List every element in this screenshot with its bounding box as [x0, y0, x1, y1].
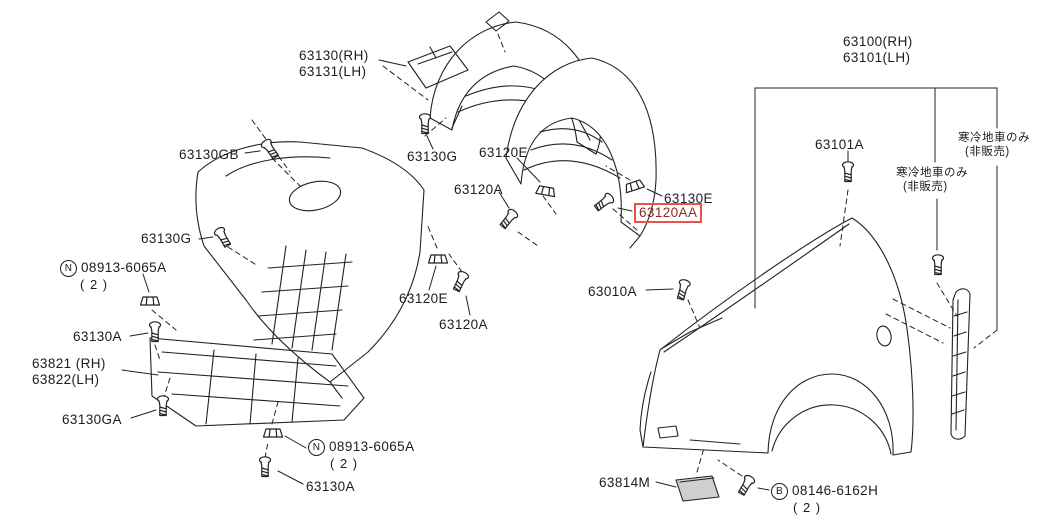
part-label-08913-6065a-upper[interactable]: N 08913-6065A [60, 260, 166, 277]
part-label-63814m[interactable]: 63814M [599, 475, 651, 490]
part-number: 63822(LH) [32, 372, 100, 388]
part-label-63120e-top[interactable]: 63120E [479, 145, 528, 160]
note-text: 寒冷地車のみ [958, 132, 1030, 144]
part-number: 63100(RH) [843, 34, 913, 49]
part-number: 63821 (RH) [32, 356, 106, 371]
part-label-63120aa-highlighted[interactable]: 63120AA [634, 203, 703, 224]
part-label-63101a[interactable]: 63101A [815, 137, 864, 152]
part-label-63130a-bottom[interactable]: 63130A [306, 479, 355, 494]
part-label-63821-63822[interactable]: 63821 (RH) 63822(LH) [32, 356, 106, 389]
part-number: 63131(LH) [299, 64, 367, 80]
part-number: 08913-6065A [329, 439, 415, 455]
part-number: 08146-6162H [792, 483, 879, 499]
part-label-63130-63131[interactable]: 63130(RH) 63131(LH) [299, 48, 369, 81]
part-label-63120a-top[interactable]: 63120A [454, 182, 503, 197]
part-label-63010a[interactable]: 63010A [588, 284, 637, 299]
part-label-63130g-top[interactable]: 63130G [407, 149, 458, 164]
circled-b-icon: B [771, 483, 788, 500]
part-label-63130e[interactable]: 63130E [664, 191, 713, 206]
part-qty: ( 2 ) [793, 500, 822, 515]
part-label-63100-63101[interactable]: 63100(RH) 63101(LH) [843, 34, 913, 67]
part-label-08146-6162h[interactable]: B 08146-6162H [771, 483, 878, 500]
circled-n-icon: N [308, 439, 325, 456]
part-label-63130ga[interactable]: 63130GA [62, 412, 122, 427]
part-qty: ( 2 ) [330, 456, 359, 471]
part-label-63120a-mid[interactable]: 63120A [439, 317, 488, 332]
part-label-63120e-mid[interactable]: 63120E [399, 291, 448, 306]
note-text: 寒冷地車のみ [896, 167, 968, 179]
note-text: (非販売) [903, 181, 948, 194]
part-label-63130gb[interactable]: 63130GB [179, 147, 239, 162]
note-text: (非販売) [965, 146, 1010, 159]
part-label-63130a-left[interactable]: 63130A [73, 329, 122, 344]
part-number: 08913-6065A [81, 260, 167, 276]
part-number: 63101(LH) [843, 50, 911, 66]
note-cold-region-right: 寒冷地車のみ (非販売) [958, 131, 1030, 159]
part-label-08913-6065a-lower[interactable]: N 08913-6065A [308, 439, 414, 456]
circled-n-icon: N [60, 260, 77, 277]
note-cold-region-mid: 寒冷地車のみ (非販売) [896, 166, 968, 194]
part-qty: ( 2 ) [80, 277, 109, 292]
part-label-63130g-left[interactable]: 63130G [141, 231, 192, 246]
part-number: 63130(RH) [299, 48, 369, 63]
